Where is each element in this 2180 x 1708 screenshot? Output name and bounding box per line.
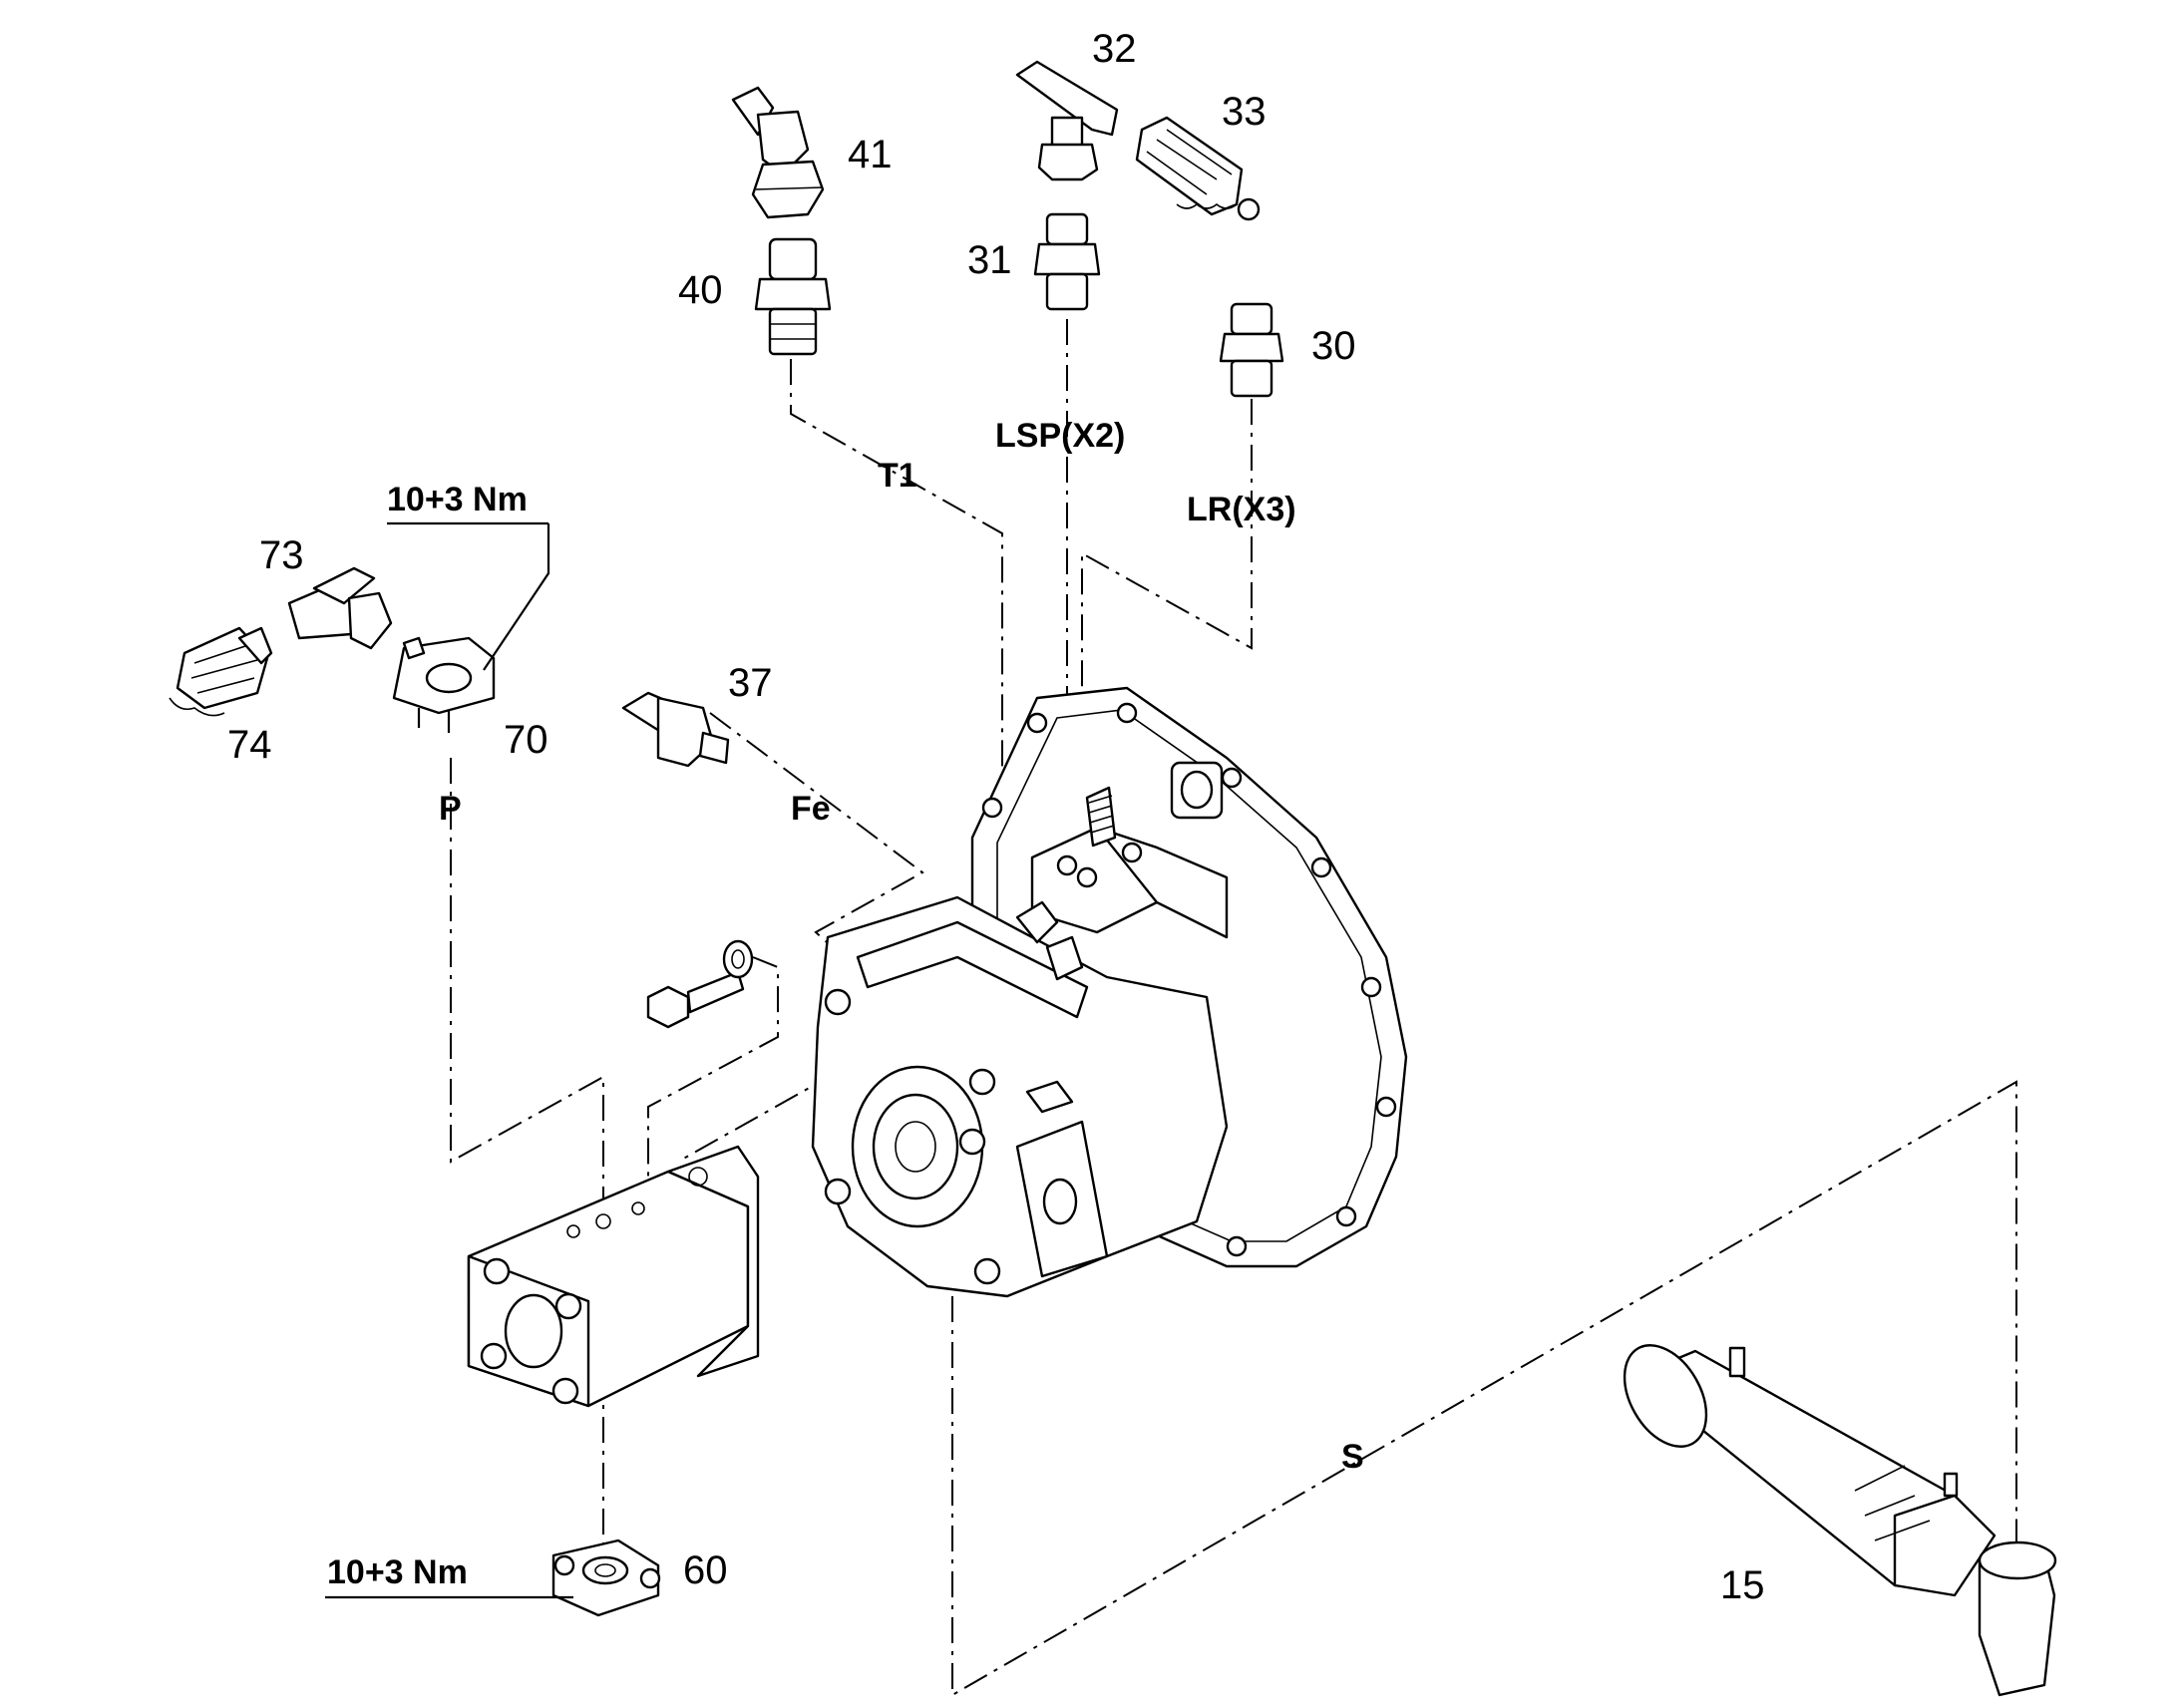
port-label-s: S	[1341, 1438, 1364, 1476]
callout-73: 73	[259, 533, 304, 577]
callout-60: 60	[683, 1548, 728, 1592]
torque-leader-upper	[483, 523, 550, 671]
callout-40: 40	[678, 268, 723, 312]
dust-cap-33	[1135, 116, 1261, 221]
callout-32: 32	[1092, 27, 1137, 71]
callout-37: 37	[728, 661, 773, 705]
plug-37	[621, 691, 730, 768]
callout-31: 31	[967, 238, 1012, 282]
torque-spec-lower: 10+3 Nm	[327, 1553, 468, 1591]
hydraulic-pump-body	[811, 895, 1229, 1298]
callout-74: 74	[227, 723, 272, 767]
control-valve	[1015, 786, 1229, 981]
callout-33: 33	[1222, 90, 1267, 134]
flange-60	[551, 1538, 661, 1617]
adapter-30	[1219, 302, 1284, 398]
port-label-lr: LR(X3)	[1187, 491, 1296, 528]
suction-hose-15	[1623, 1344, 2057, 1697]
elbow-fitting-41	[731, 86, 825, 219]
callout-15: 15	[1720, 1563, 1765, 1607]
callout-41: 41	[848, 133, 893, 176]
adapter-40	[754, 237, 832, 356]
port-label-t1: T1	[878, 457, 917, 495]
callout-30: 30	[1311, 324, 1356, 368]
torque-spec-upper: 10+3 Nm	[387, 481, 528, 518]
gear-pump	[467, 1145, 760, 1408]
flange-70	[392, 636, 496, 733]
dust-cap-74	[169, 626, 273, 717]
callout-70: 70	[504, 718, 548, 762]
port-label-lsp: LSP(X2)	[995, 417, 1125, 455]
port-label-fe: Fe	[791, 790, 831, 828]
port-label-p: P	[439, 790, 462, 828]
adapter-31	[1033, 212, 1101, 311]
tee-fitting-73	[287, 566, 393, 650]
tee-fitting-32	[1015, 60, 1119, 181]
bolt-and-washer	[646, 939, 754, 1029]
